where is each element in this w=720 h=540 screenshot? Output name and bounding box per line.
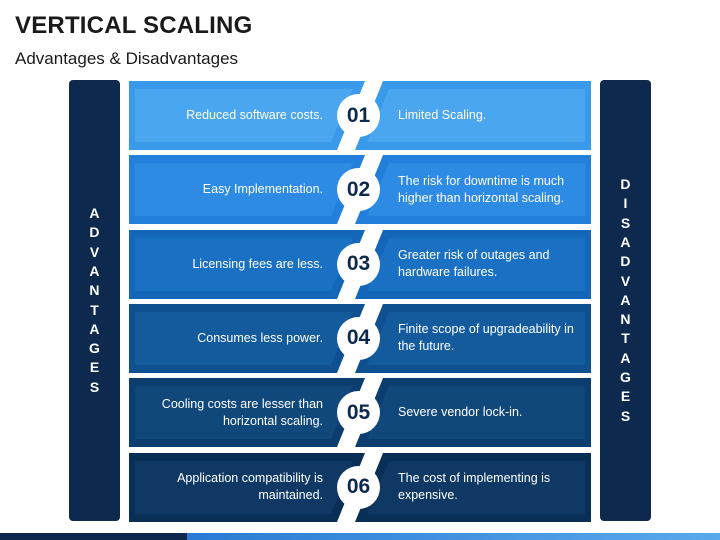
row-background [129, 303, 591, 373]
label-letter: E [89, 359, 100, 376]
row-background [129, 452, 591, 522]
advantage-text: Easy Implementation. [202, 182, 323, 197]
disadvantage-panel-inner [367, 163, 585, 217]
label-letter: N [620, 311, 631, 328]
label-letter: G [89, 340, 100, 357]
row-background [129, 378, 591, 448]
disadvantage-text: Limited Scaling. [398, 108, 487, 122]
label-letter: D [620, 176, 631, 193]
label-letter: T [621, 330, 630, 347]
row-background [129, 155, 591, 225]
disadvantage-text: Greater risk of outages and hardware fai… [398, 248, 550, 280]
label-letter: A [620, 349, 631, 366]
label-letter: D [89, 224, 100, 241]
row-background [129, 81, 591, 150]
label-letter: E [620, 388, 631, 405]
label-letter: I [623, 195, 628, 212]
disadvantage-panel-inner [367, 237, 585, 291]
comparison-row: Cooling costs are lesser than horizontal… [125, 378, 595, 448]
row-number-badge: 01 [337, 94, 380, 137]
label-letter: A [89, 205, 100, 222]
comparison-row: Consumes less power. Finite scope of upgr… [125, 303, 595, 373]
disadvantage-panel-inner [367, 89, 585, 142]
comparison-row: Reduced software costs. Limited Scaling. 0… [125, 81, 595, 150]
advantage-text: Consumes less power. [197, 330, 323, 345]
advantage-panel-inner [135, 89, 353, 142]
disadvantage-panel-inner [367, 311, 585, 365]
bottom-accent-strip [0, 533, 720, 540]
label-letter: G [620, 369, 631, 386]
page-title: VERTICAL SCALING [15, 12, 253, 39]
advantage-panel-inner [135, 386, 353, 440]
page-subtitle: Advantages & Disadvantages [15, 49, 239, 68]
label-letter: S [620, 407, 631, 424]
advantage-panel-inner [135, 311, 353, 365]
label-letter: D [620, 253, 631, 270]
disadvantage-text: The cost of implementing is expensive. [398, 471, 551, 502]
row-number-badge: 05 [337, 391, 380, 435]
label-letter: A [89, 262, 100, 279]
advantage-panel-inner [135, 460, 353, 514]
advantage-panel-inner [135, 163, 353, 217]
label-letter: N [89, 282, 100, 299]
row-number-badge: 03 [337, 242, 380, 286]
label-letter: A [89, 320, 100, 337]
disadvantage-text: The risk for downtime is much higher tha… [398, 173, 565, 205]
label-letter: S [620, 214, 631, 231]
comparison-row: Easy Implementation. The risk for downtim… [125, 155, 595, 225]
comparison-row: Application compatibility is maintained.… [125, 452, 595, 522]
advantage-panel-inner [135, 237, 353, 291]
advantage-text: Application compatibility is maintained. [177, 471, 323, 502]
row-background [129, 229, 591, 299]
disadvantage-panel-inner [367, 386, 585, 440]
advantage-text: Cooling costs are lesser than horizontal… [161, 396, 323, 428]
label-letter: A [620, 233, 631, 250]
advantage-text: Licensing fees are less. [192, 256, 323, 271]
label-letter: S [89, 378, 100, 395]
label-letter: A [620, 291, 631, 308]
row-number-badge: 04 [337, 316, 380, 360]
row-number-badge: 02 [337, 168, 380, 212]
label-letter: V [620, 272, 631, 289]
disadvantage-text: Finite scope of upgradeability in the fu… [398, 322, 574, 354]
row-number-badge: 06 [337, 465, 380, 509]
label-letter: T [90, 301, 99, 318]
advantage-text: Reduced software costs. [186, 108, 323, 122]
label-letter: V [89, 243, 100, 260]
disadvantage-text: Severe vendor lock-in. [398, 405, 523, 420]
comparison-row: Licensing fees are less. Greater risk of … [125, 229, 595, 299]
disadvantage-panel-inner [367, 460, 585, 514]
